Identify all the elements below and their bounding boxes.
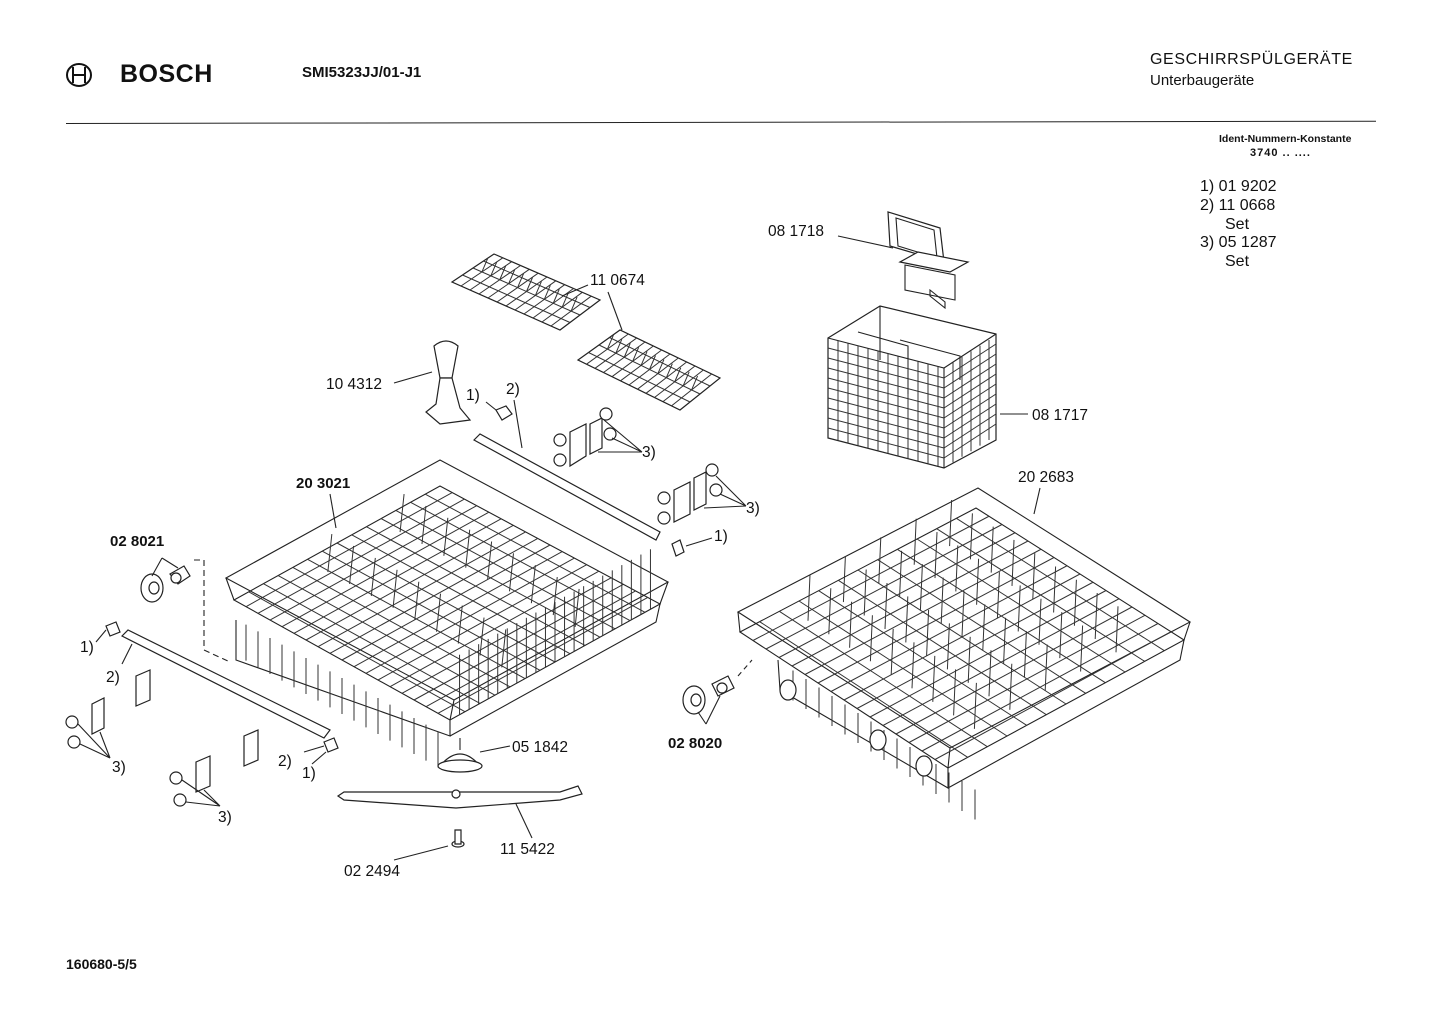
spray-arm-drawing bbox=[336, 785, 583, 809]
label-081718: 08 1718 bbox=[768, 223, 824, 240]
label-202683: 20 2683 bbox=[1018, 469, 1074, 486]
roller-holder-lower-b bbox=[169, 729, 259, 807]
ref-label-1-a: 1) bbox=[466, 387, 480, 404]
document-number: 160680-5/5 bbox=[66, 956, 137, 972]
footnote-1: 1) 01 9202 bbox=[1200, 178, 1277, 195]
upper-basket-drawing bbox=[224, 459, 670, 768]
model-number: SMI5323JJ/01-J1 bbox=[302, 64, 422, 81]
label-051842: 05 1842 bbox=[512, 739, 568, 756]
ref-label-2-a: 2) bbox=[506, 381, 520, 398]
ident-value: 3740 .. .... bbox=[1250, 147, 1311, 159]
basket-handle-drawing bbox=[887, 211, 970, 310]
page-category: GESCHIRRSPÜLGERÄTE bbox=[1150, 51, 1353, 68]
cup-rack-upper-drawing bbox=[450, 253, 602, 331]
lower-basket-drawing bbox=[736, 487, 1192, 820]
label-203021: 20 3021 bbox=[296, 475, 350, 492]
label-104312: 10 4312 bbox=[326, 376, 382, 393]
label-022494: 02 2494 bbox=[344, 863, 400, 880]
footnote-3: 3) 05 1287 bbox=[1200, 234, 1277, 251]
brand-name: BOSCH bbox=[120, 60, 213, 88]
ref-label-2-c: 2) bbox=[278, 753, 292, 770]
ref-label-1-d: 1) bbox=[302, 765, 316, 782]
screw-drawing bbox=[451, 829, 465, 848]
roller-holder-upper-b bbox=[657, 463, 723, 525]
footnote-2: 2) 11 0668 bbox=[1200, 197, 1276, 214]
label-110674: 11 0674 bbox=[590, 272, 645, 289]
wheel-lower-drawing bbox=[682, 675, 735, 715]
funnel-drawing bbox=[425, 340, 472, 425]
label-028021: 02 8021 bbox=[110, 533, 164, 550]
footnote-2-note: Set bbox=[1225, 216, 1250, 233]
roller-holder-upper-a bbox=[553, 407, 617, 468]
spray-arm-bearing-drawing bbox=[437, 738, 483, 773]
wheel-upper-drawing bbox=[140, 565, 191, 603]
ref-label-1-b: 1) bbox=[714, 528, 728, 545]
ref-label-3-b: 3) bbox=[746, 500, 760, 517]
page-subcategory: Unterbaugeräte bbox=[1150, 72, 1255, 89]
label-028020: 02 8020 bbox=[668, 735, 722, 752]
label-115422: 11 5422 bbox=[500, 841, 555, 858]
ref-label-1-c: 1) bbox=[80, 639, 94, 656]
cutlery-basket-drawing bbox=[827, 305, 997, 469]
ref-label-3-a: 3) bbox=[642, 444, 656, 461]
ref-label-3-c: 3) bbox=[112, 759, 126, 776]
ref-label-2-b: 2) bbox=[106, 669, 120, 686]
roller-holder-lower-a bbox=[65, 669, 151, 749]
footnote-3-note: Set bbox=[1225, 253, 1250, 270]
label-081717: 08 1717 bbox=[1032, 407, 1088, 424]
ident-title: Ident-Nummern-Konstante bbox=[1219, 133, 1352, 145]
cup-rack-lower-drawing bbox=[576, 329, 722, 411]
ref-label-3-d: 3) bbox=[218, 809, 232, 826]
bosch-logo-icon bbox=[66, 63, 92, 87]
